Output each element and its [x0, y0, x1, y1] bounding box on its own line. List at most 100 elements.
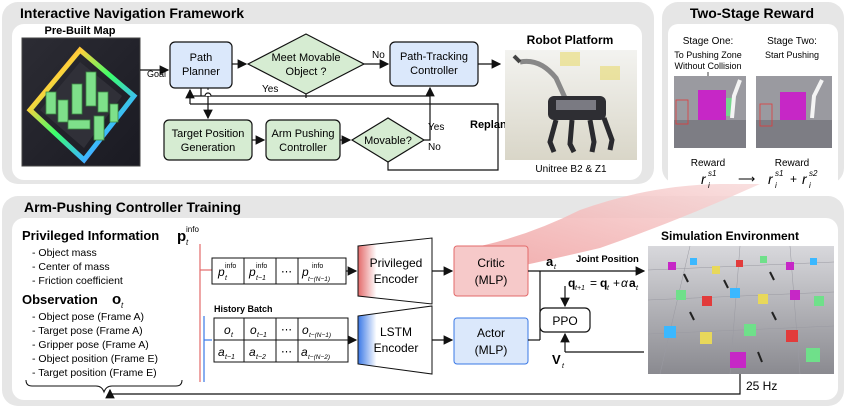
pb-ellipsis: ⋯ — [281, 266, 292, 278]
stage-one-label: Stage One: — [683, 36, 734, 47]
s1-sup-2: s1 — [775, 169, 783, 178]
s1-sup: s1 — [708, 169, 716, 178]
history-batch-label: History Batch — [214, 304, 273, 314]
yes-label-2: Yes — [428, 122, 444, 133]
q-alpha: α — [621, 276, 629, 290]
joint-update-formula: q t+1 = q t + α a t — [568, 276, 639, 292]
path-tracking-line1: Path-Tracking — [400, 51, 468, 63]
obs-symbol: o t — [112, 291, 124, 310]
priv-batch-table — [211, 257, 347, 285]
r-symbol-2: r — [768, 171, 774, 187]
hb-a2: a — [249, 345, 256, 359]
o-symbol: o — [112, 291, 121, 308]
pb-cell3-sup: info — [312, 263, 323, 270]
q-plus: + — [613, 276, 620, 290]
meet-movable-line2: Object ? — [286, 66, 327, 78]
priv-encoder-line1: Privileged — [370, 256, 423, 270]
hb-o-ellipsis: ⋯ — [281, 324, 292, 336]
priv-batch-cells: p info t p info t−1 ⋯ p info t−(N−1) — [217, 263, 330, 283]
lstm-encoder-line1: LSTM — [380, 325, 412, 339]
reward-left-label: Reward — [691, 158, 725, 169]
obs-bracket — [25, 379, 183, 394]
p-info-sup: info — [186, 225, 199, 234]
hb-a1-sub: t−1 — [225, 354, 235, 361]
path-planner-box — [169, 41, 233, 89]
hb-a3-sub: t−(N−2) — [308, 354, 330, 361]
q-eq: = — [590, 276, 597, 290]
stage-one-image — [674, 76, 746, 148]
p-t-sub: t — [186, 238, 189, 247]
critic-line1: Critic — [477, 256, 504, 270]
pb-cell2-sub: t−1 — [256, 275, 266, 282]
stage-one-sub1: To Pushing Zone — [674, 50, 742, 60]
no-label-2: No — [428, 142, 441, 153]
reward-inner — [668, 24, 838, 192]
arm-pushing-line2: Controller — [279, 142, 327, 154]
stage-two-image — [756, 76, 832, 148]
sim-env-image — [647, 245, 835, 375]
p-symbol: p — [177, 228, 186, 245]
target-gen-line1: Target Position — [172, 128, 245, 140]
hb-o1-sub: t — [231, 332, 234, 339]
joint-position-label: Joint Position — [576, 254, 639, 265]
i-sub-3: i — [809, 181, 811, 190]
reward-arrow: ⟶ — [738, 172, 755, 186]
ppo-label: PPO — [552, 314, 577, 328]
arm-pushing-box — [265, 119, 341, 161]
prebuilt-map-label: Pre-Built Map — [45, 25, 116, 37]
pb-cell2-sup: info — [256, 263, 267, 270]
stage-two-sub: Start Pushing — [765, 50, 819, 60]
lstm-encoder — [357, 305, 433, 375]
pb-cell1-p: p — [217, 265, 225, 279]
hb-o2: o — [250, 323, 257, 337]
i-sub: i — [708, 181, 710, 190]
r-symbol-3: r — [802, 171, 808, 187]
hb-a-ellipsis: ⋯ — [281, 346, 292, 358]
critic-box — [453, 245, 529, 297]
goal-label: Goal — [147, 69, 166, 79]
hb-a1: a — [218, 345, 225, 359]
hb-o3-sub: t−(N−1) — [309, 332, 331, 339]
obs-item-3: - Gripper pose (Frame A) — [32, 339, 149, 351]
priv-encoder-line2: Encoder — [374, 272, 419, 286]
obs-item-2: - Target pose (Frame A) — [32, 325, 143, 337]
stage-one-sub2: Without Collision — [674, 61, 741, 71]
movable-yes-line — [424, 96, 431, 141]
rate-label: 25 Hz — [746, 379, 777, 393]
path-tracking-box — [389, 41, 479, 87]
q-rhs: q — [600, 276, 607, 290]
plus-sign: + — [790, 172, 797, 186]
hb-o2-sub: t−1 — [257, 332, 267, 339]
yes-label-1: Yes — [262, 84, 278, 95]
priv-item-2: - Center of mass — [32, 261, 110, 273]
reward-formula-left: r i s1 — [701, 169, 716, 190]
obs-item-1: - Object pose (Frame A) — [32, 311, 144, 323]
pb-cell1-sup: info — [225, 263, 236, 270]
prebuilt-map-image — [21, 37, 141, 167]
training-title: Arm-Pushing Controller Training — [24, 199, 241, 215]
value-symbol: V t — [552, 352, 565, 370]
sim-env-label: Simulation Environment — [661, 229, 799, 243]
priv-info-symbol: p t info — [177, 225, 199, 247]
stage-two-label: Stage Two: — [767, 36, 817, 47]
movable-label: Movable? — [364, 135, 412, 147]
path-tracking-line2: Controller — [410, 65, 458, 77]
a-symbol: a — [546, 254, 554, 269]
obs-label: Observation — [22, 292, 98, 307]
nav-title: Interactive Navigation Framework — [20, 5, 244, 21]
priv-item-1: - Object mass — [32, 247, 97, 259]
hb-a3: a — [301, 345, 308, 359]
replan-label: Replan — [470, 119, 507, 131]
target-gen-box — [163, 119, 253, 161]
priv-item-3: - Friction coefficient — [32, 275, 123, 287]
actor-line1: Actor — [477, 326, 505, 340]
hb-a2-sub: t−2 — [256, 354, 266, 361]
o-t-sub: t — [121, 301, 124, 310]
q-a-sub: t — [636, 285, 639, 292]
target-gen-line2: Generation — [181, 142, 235, 154]
q-a: a — [629, 276, 636, 290]
path-planner-line2: Planner — [182, 66, 220, 78]
actor-line2: (MLP) — [475, 343, 508, 357]
priv-info-label: Privileged Information — [22, 228, 159, 243]
q-lhs-sub: t+1 — [575, 285, 585, 292]
